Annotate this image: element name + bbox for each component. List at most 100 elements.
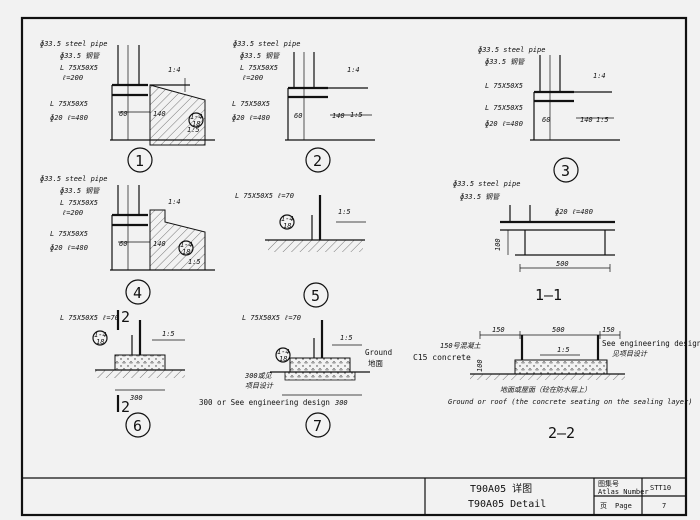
detail-4-pipe-cn: ɸ33.5 钢管 [60, 187, 100, 195]
detail-2-dim60: 60 [294, 112, 302, 120]
atlas-label-en: Atlas Number [598, 488, 649, 496]
detail-4-number-circle [125, 279, 151, 305]
detail-7-number: 7 [313, 417, 322, 435]
detail-5-ref-bot: 18 [283, 222, 291, 230]
detail-7-ref-top: 1-4 [277, 348, 290, 356]
section-2-2-dim100: 100 [476, 359, 484, 372]
detail-6-number: 6 [133, 417, 142, 435]
detail-4-angle-top: L 75X50X5 [60, 199, 98, 207]
detail-2-slope4: 1:4 [347, 66, 360, 74]
detail-1-pipe-cn: ɸ33.5 钢管 [60, 52, 100, 60]
section-2-2-dim150a: 150 [492, 326, 505, 334]
detail-1-len: ℓ=200 [62, 74, 83, 82]
detail-1-ref-bot: 18 [192, 120, 200, 128]
detail-2-number: 2 [313, 152, 322, 170]
detail-2-angle-top: L 75X50X5 [240, 64, 278, 72]
detail-6-angle: L 75X50X5 ℓ=70 [60, 314, 119, 322]
detail-7: 1-4 18 L 75X50X5 ℓ=70 1:5 Ground 地面 300或… [199, 314, 392, 438]
detail-4-dim140: 140 [153, 240, 166, 248]
detail-6-number-circle [125, 412, 151, 438]
section-2-2-base-cn: 地面或屋面（砼在防水层上） [500, 386, 591, 394]
detail-3-number: 3 [561, 162, 570, 180]
detail-6-section-mark-top: 2 [121, 308, 130, 326]
detail-1-angle-top: L 75X50X5 [60, 64, 98, 72]
section-2-2-slope: 1:5 [557, 346, 570, 354]
detail-1-slope4: 1:4 [168, 66, 181, 74]
detail-4-bar: ɸ20 ℓ=480 [50, 244, 88, 252]
detail-3-slope5: 1:5 [596, 116, 609, 124]
detail-7-ground: Ground [365, 348, 392, 357]
detail-2-slope5: 1:5 [350, 111, 363, 119]
detail-6: 1-4 18 L 75X50X5 ℓ=70 2 2 1:5 300 6 [60, 308, 185, 438]
detail-3-pipe-cn: ɸ33.5 钢管 [485, 58, 525, 66]
section-2-2-concrete: C15 concrete [413, 353, 471, 362]
title-block: T90A05 详图 T90A05 Detail 图集号 Atlas Number… [468, 479, 671, 510]
detail-1-slope5: 1:5 [187, 126, 200, 134]
detail-3: ɸ33.5 steel pipe ɸ33.5 钢管 L 75X50X5 L 75… [478, 46, 620, 183]
detail-1-dim60: 60 [119, 110, 127, 118]
detail-3-angle: L 75X50X5 [485, 104, 523, 112]
page-label-en: Page [615, 502, 632, 510]
detail-7-note-cn1: 300或见 [244, 372, 273, 380]
detail-7-angle: L 75X50X5 ℓ=70 [242, 314, 301, 322]
sheet-border [20, 16, 688, 517]
section-2-2-see-design: See engineering design [602, 339, 700, 348]
section-1-1-title: 1—1 [535, 286, 562, 304]
detail-1-angle: L 75X50X5 [50, 100, 88, 108]
detail-7-ground-cn: 地面 [368, 358, 383, 368]
detail-1: 1-4 18 ɸ33.5 steel pipe ɸ33.5 钢管 L 75X50… [40, 40, 215, 173]
detail-3-bar: ɸ20 ℓ=480 [485, 120, 523, 128]
detail-2-bar: ɸ20 ℓ=480 [232, 114, 270, 122]
detail-1-number: 1 [135, 152, 144, 170]
detail-6-dim300: 300 [129, 394, 143, 402]
detail-3-slope4: 1:4 [593, 72, 606, 80]
detail-7-slope: 1:5 [340, 334, 353, 342]
detail-6-slope: 1:5 [162, 330, 175, 338]
detail-6-ref-symbol [92, 330, 108, 346]
detail-4-ref-bot: 18 [182, 248, 190, 256]
section-2-2-dim500: 500 [552, 326, 565, 334]
section-1-1-pipe-label: ɸ33.5 steel pipe [453, 180, 520, 188]
detail-4: 1-4 18 ɸ33.5 steel pipe ɸ33.5 钢管 L 75X50… [40, 175, 215, 305]
detail-6-ref-top: 1-4 [94, 331, 107, 339]
detail-1-ref-top: 1-4 [190, 113, 203, 121]
section-2-2-dim150b: 150 [602, 326, 615, 334]
section-2-2-base: Ground or roof (the concrete seating on … [448, 398, 692, 406]
detail-6-ref-bot: 18 [96, 338, 104, 346]
detail-2-pipe-cn: ɸ33.5 钢管 [240, 52, 280, 60]
detail-2-pipe-label: ɸ33.5 steel pipe [233, 40, 300, 48]
detail-4-number: 4 [133, 284, 142, 302]
detail-4-slope5: 1:5 [188, 258, 201, 266]
detail-5: 1-4 18 L 75X50X5 ℓ=70 1:5 5 [235, 192, 366, 308]
detail-5-ref-symbol [279, 214, 295, 230]
detail-1-pipe-label: ɸ33.5 steel pipe [40, 40, 107, 48]
detail-5-slope: 1:5 [338, 208, 351, 216]
section-1-1-pipe-cn: ɸ33.5 钢管 [460, 193, 500, 201]
detail-1-ref-symbol [188, 112, 204, 128]
section-2-2-concrete-cn: 150号混凝土 [440, 342, 482, 350]
detail-3-number-circle [553, 157, 579, 183]
page-value: 7 [662, 502, 666, 510]
detail-7-note: 300 or See engineering design [199, 398, 330, 407]
detail-1-number-circle [127, 147, 153, 173]
section-1-1-dim100: 100 [494, 238, 502, 251]
atlas-label-cn: 图集号 [598, 479, 619, 488]
section-2-2: 150 500 150 150号混凝土 C15 concrete See eng… [413, 326, 700, 442]
section-1-1: ɸ33.5 steel pipe ɸ33.5 钢管 ɸ20 ℓ=480 100 … [453, 180, 615, 304]
detail-2: ɸ33.5 steel pipe ɸ33.5 钢管 L 75X50X5 ℓ=20… [232, 40, 375, 173]
section-1-1-bar: ɸ20 ℓ=480 [555, 208, 593, 216]
detail-5-angle: L 75X50X5 ℓ=70 [235, 192, 294, 200]
detail-1-bar: ɸ20 ℓ=480 [50, 114, 88, 122]
detail-2-len: ℓ=200 [242, 74, 263, 82]
section-2-2-see-design-cn: 见项目设计 [612, 350, 648, 358]
detail-4-ref-top: 1-4 [180, 241, 193, 249]
atlas-value: STT10 [650, 484, 671, 492]
title-en: T90A05 Detail [468, 499, 546, 510]
detail-1-dim140: 140 [153, 110, 166, 118]
detail-4-slope4: 1:4 [168, 198, 181, 206]
detail-3-pipe-label: ɸ33.5 steel pipe [478, 46, 545, 54]
section-1-1-dim500: 500 [556, 260, 569, 268]
detail-3-angle-top: L 75X50X5 [485, 82, 523, 90]
